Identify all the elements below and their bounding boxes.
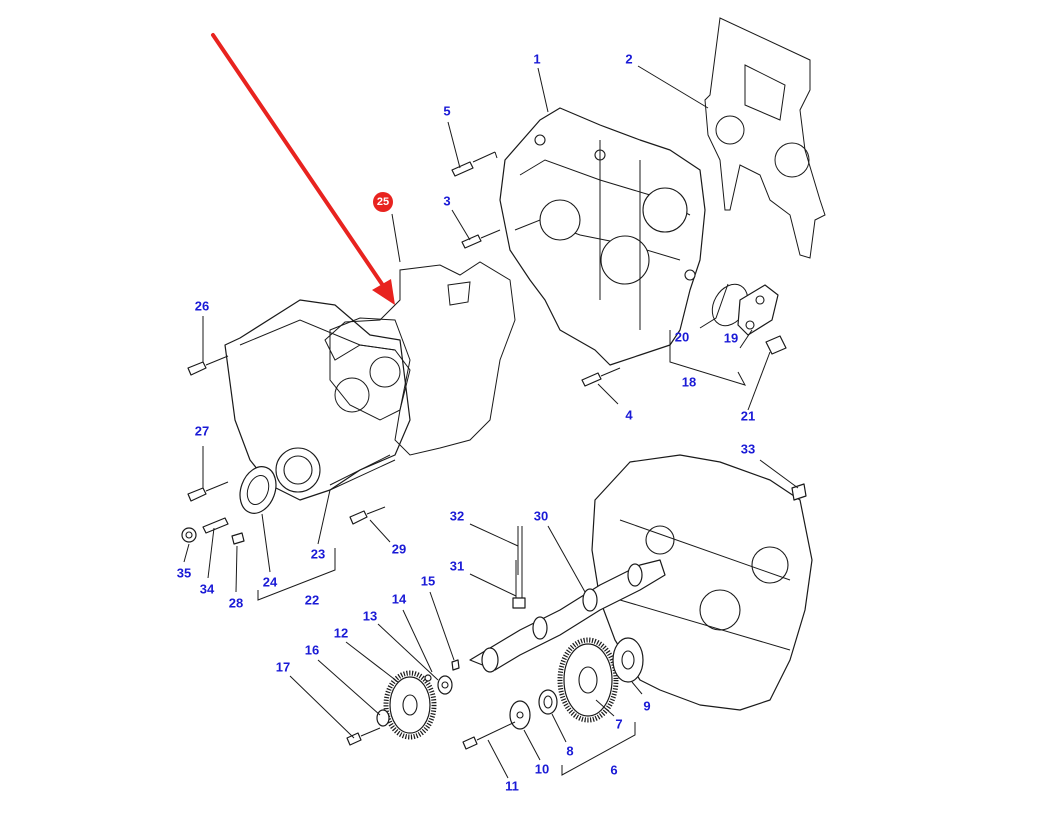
nut-35[interactable] [181,527,197,543]
callout-21[interactable]: 21 [741,408,755,423]
pushrod-31[interactable] [512,560,526,609]
highlight-badge[interactable]: 25 [373,192,393,212]
callout-4[interactable]: 4 [625,407,633,422]
pushrod-32[interactable] [517,526,523,575]
bolt-28[interactable] [231,532,245,545]
callout-13[interactable]: 13 [363,608,377,623]
callout-7[interactable]: 7 [615,716,622,731]
leader-lines [183,65,799,779]
cover-plate-assembly[interactable] [705,278,787,355]
bolt-17[interactable] [346,727,381,746]
callout-34[interactable]: 34 [200,581,215,596]
callout-6[interactable]: 6 [610,762,617,777]
stud-34[interactable] [202,517,229,534]
front-timing-cover[interactable] [224,299,411,501]
callout-3[interactable]: 3 [443,193,450,208]
bolt-27[interactable] [187,481,229,502]
gear-housing-lower[interactable] [591,454,813,711]
pin-13[interactable] [424,674,432,682]
callout-14[interactable]: 14 [392,591,407,606]
callout-30[interactable]: 30 [534,508,548,523]
callout-5[interactable]: 5 [443,103,450,118]
callout-27[interactable]: 27 [195,423,209,438]
bolt-11[interactable] [462,721,516,750]
callout-11[interactable]: 11 [505,778,519,793]
callout-16[interactable]: 16 [305,642,319,657]
callout-8[interactable]: 8 [566,743,573,758]
callout-26[interactable]: 26 [195,298,209,313]
callout-10[interactable]: 10 [535,761,549,776]
timing-case-gasket[interactable] [704,17,826,259]
washer-16[interactable] [376,709,390,727]
callout-15[interactable]: 15 [421,573,435,588]
bolt-29[interactable] [349,506,386,525]
highlight-arrow [211,33,395,305]
callout-labels: 1 2 3 4 5 6 7 8 9 10 11 12 13 14 15 16 1… [177,51,755,793]
washer-14[interactable] [437,675,453,695]
callout-29[interactable]: 29 [392,541,406,556]
callout-9[interactable]: 9 [643,698,650,713]
callout-19[interactable]: 19 [724,330,738,345]
callout-17[interactable]: 17 [276,659,290,674]
thrust-plate-9[interactable] [612,637,644,683]
callout-35[interactable]: 35 [177,565,191,580]
bolt-26[interactable] [187,355,229,376]
callout-12[interactable]: 12 [334,625,348,640]
plug-33[interactable] [791,483,807,501]
callout-24[interactable]: 24 [263,574,278,589]
pin-15[interactable] [451,659,460,671]
idler-gear[interactable] [383,670,437,740]
spacer-8[interactable] [538,689,558,715]
bolt-5[interactable] [451,151,498,177]
callout-22[interactable]: 22 [305,592,319,607]
callout-33[interactable]: 33 [741,441,755,456]
callout-1[interactable]: 1 [533,51,540,66]
callout-23[interactable]: 23 [311,546,325,561]
oil-seal[interactable] [234,462,282,519]
callout-28[interactable]: 28 [229,595,243,610]
callout-32[interactable]: 32 [450,508,464,523]
bolt-4[interactable] [581,367,621,387]
front-cover-gasket[interactable] [324,261,516,456]
timing-case-housing[interactable] [499,107,706,366]
callout-31[interactable]: 31 [450,558,464,573]
camshaft-gear[interactable] [557,637,619,723]
highlight-badge-label: 25 [377,196,389,208]
callout-20[interactable]: 20 [675,329,689,344]
washer-10[interactable] [509,700,531,730]
bolt-3[interactable] [461,229,501,249]
callout-18[interactable]: 18 [682,374,696,389]
camshaft[interactable] [469,559,666,673]
callout-2[interactable]: 2 [625,51,632,66]
